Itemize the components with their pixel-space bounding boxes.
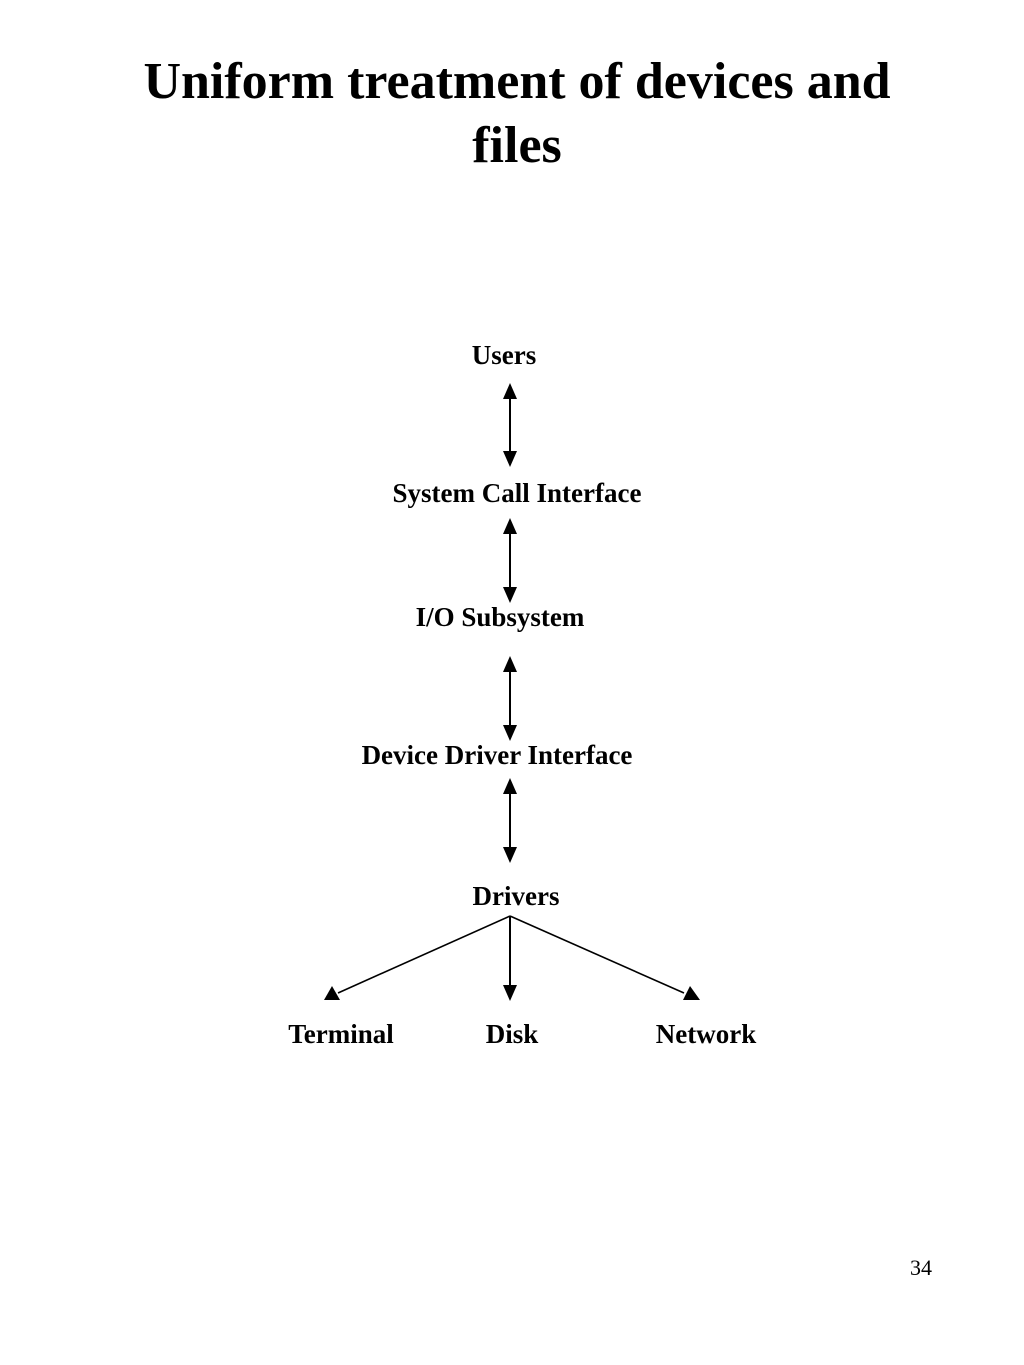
slide-title: Uniform treatment of devices and files <box>62 50 972 178</box>
arrow-ddi-drivers <box>503 778 517 863</box>
arrow-syscall-io <box>503 518 517 603</box>
slide-title-line-2: files <box>472 117 562 174</box>
node-terminal: Terminal <box>288 1019 394 1049</box>
page-number: 34 <box>910 1255 932 1280</box>
slide-title-line-1: Uniform treatment of devices and <box>143 53 891 110</box>
node-io-subsystem: I/O Subsystem <box>416 602 585 632</box>
node-network: Network <box>656 1019 756 1049</box>
arrow-drivers-network <box>509 915 700 1000</box>
arrow-io-ddi <box>503 656 517 741</box>
arrow-users-syscall <box>503 383 517 467</box>
arrow-drivers-terminal <box>324 915 511 1000</box>
node-device-driver-interface: Device Driver Interface <box>362 740 633 770</box>
node-system-call-interface: System Call Interface <box>393 478 642 508</box>
node-disk: Disk <box>486 1019 539 1049</box>
node-users: Users <box>472 340 536 370</box>
arrow-drivers-disk <box>503 916 517 1001</box>
node-drivers: Drivers <box>473 881 560 911</box>
